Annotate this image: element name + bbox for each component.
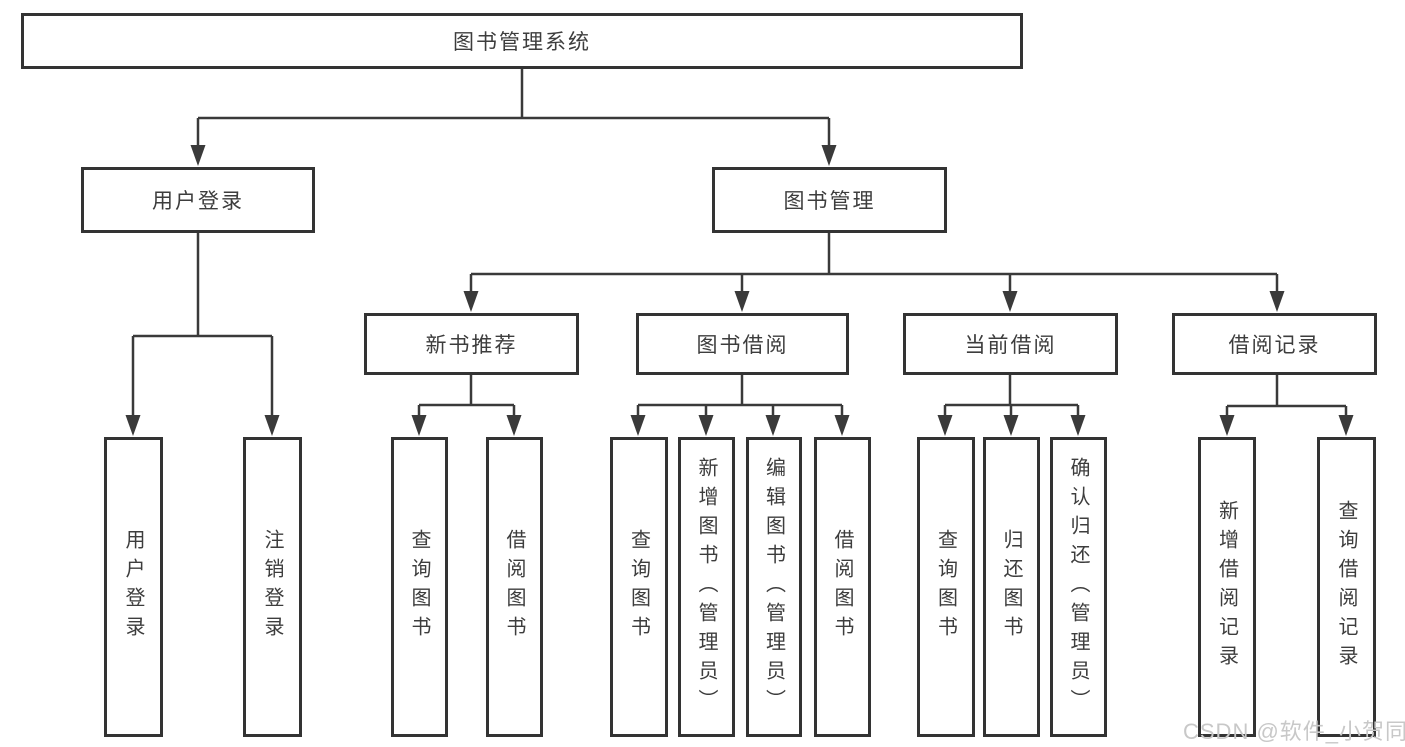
leaf-return-book: 归还图书 <box>983 437 1040 737</box>
leaf-query-borrow-record: 查询借阅记录 <box>1317 437 1376 737</box>
leaf-query-book: 查询图书 <box>391 437 448 737</box>
arrowhead-icon <box>1338 415 1354 436</box>
arrowhead-icon <box>1002 291 1018 312</box>
leaf-borrow-book-label: 借阅图书 <box>831 529 853 645</box>
leaf-edit-book-admin-label: 编辑图书（管理员） <box>762 456 785 718</box>
leaf-user-login-label: 用户登录 <box>122 529 144 645</box>
leaf-return-book-label: 归还图书 <box>1000 529 1022 645</box>
leaf-query-book: 查询图书 <box>917 437 975 737</box>
node-system-root-label: 图书管理系统 <box>453 31 591 54</box>
leaf-query-book-label: 查询图书 <box>408 529 430 645</box>
leaf-add-borrow-record-label: 新增借阅记录 <box>1215 500 1238 674</box>
leaf-borrow-book-label: 借阅图书 <box>503 529 525 645</box>
arrowhead-icon <box>734 291 750 312</box>
leaf-query-book: 查询图书 <box>610 437 668 737</box>
leaf-query-book-label: 查询图书 <box>934 529 957 645</box>
node-book-borrow-label: 图书借阅 <box>696 334 789 357</box>
node-borrow-record-label: 借阅记录 <box>1228 334 1321 357</box>
node-borrow-record: 借阅记录 <box>1172 313 1377 375</box>
node-current-borrow: 当前借阅 <box>903 313 1118 375</box>
watermark: CSDN @软件_小贺同学 <box>1183 719 1405 744</box>
node-user-login: 用户登录 <box>81 167 315 233</box>
leaf-borrow-book: 借阅图书 <box>814 437 871 737</box>
leaf-logout-label: 注销登录 <box>261 529 283 645</box>
leaf-query-book-label: 查询图书 <box>627 529 650 645</box>
arrowhead-icon <box>1070 415 1086 436</box>
node-new-book-recommend-label: 新书推荐 <box>425 334 518 357</box>
leaf-confirm-return-admin: 确认归还（管理员） <box>1050 437 1107 737</box>
arrowhead-icon <box>1269 291 1285 312</box>
leaf-query-borrow-record-label: 查询借阅记录 <box>1335 500 1357 674</box>
leaf-add-book-admin: 新增图书（管理员） <box>678 437 735 737</box>
arrowhead-icon <box>821 145 837 166</box>
arrowhead-icon <box>125 415 141 436</box>
arrowhead-icon <box>1219 415 1235 436</box>
node-current-borrow-label: 当前借阅 <box>964 334 1057 357</box>
leaf-borrow-book: 借阅图书 <box>486 437 543 737</box>
arrowhead-icon <box>190 145 206 166</box>
leaf-add-borrow-record: 新增借阅记录 <box>1198 437 1256 737</box>
node-system-root: 图书管理系统 <box>21 13 1023 69</box>
node-user-login-label: 用户登录 <box>152 190 244 213</box>
leaf-user-login: 用户登录 <box>104 437 163 737</box>
leaf-edit-book-admin: 编辑图书（管理员） <box>746 437 802 737</box>
arrowhead-icon <box>698 415 714 436</box>
arrowhead-icon <box>765 415 781 436</box>
leaf-logout: 注销登录 <box>243 437 302 737</box>
node-book-borrow: 图书借阅 <box>636 313 849 375</box>
leaf-add-book-admin-label: 新增图书（管理员） <box>695 456 717 718</box>
arrowhead-icon <box>630 415 646 436</box>
leaf-confirm-return-admin-label: 确认归还（管理员） <box>1067 456 1089 718</box>
node-book-management: 图书管理 <box>712 167 947 233</box>
arrowhead-icon <box>463 291 479 312</box>
arrowhead-icon <box>264 415 280 436</box>
arrowhead-icon <box>937 415 953 436</box>
arrowhead-icon <box>506 415 522 436</box>
arrowhead-icon <box>834 415 850 436</box>
arrowhead-icon <box>1003 415 1019 436</box>
node-new-book-recommend: 新书推荐 <box>364 313 579 375</box>
arrowhead-icon <box>411 415 427 436</box>
node-book-management-label: 图书管理 <box>783 190 876 213</box>
